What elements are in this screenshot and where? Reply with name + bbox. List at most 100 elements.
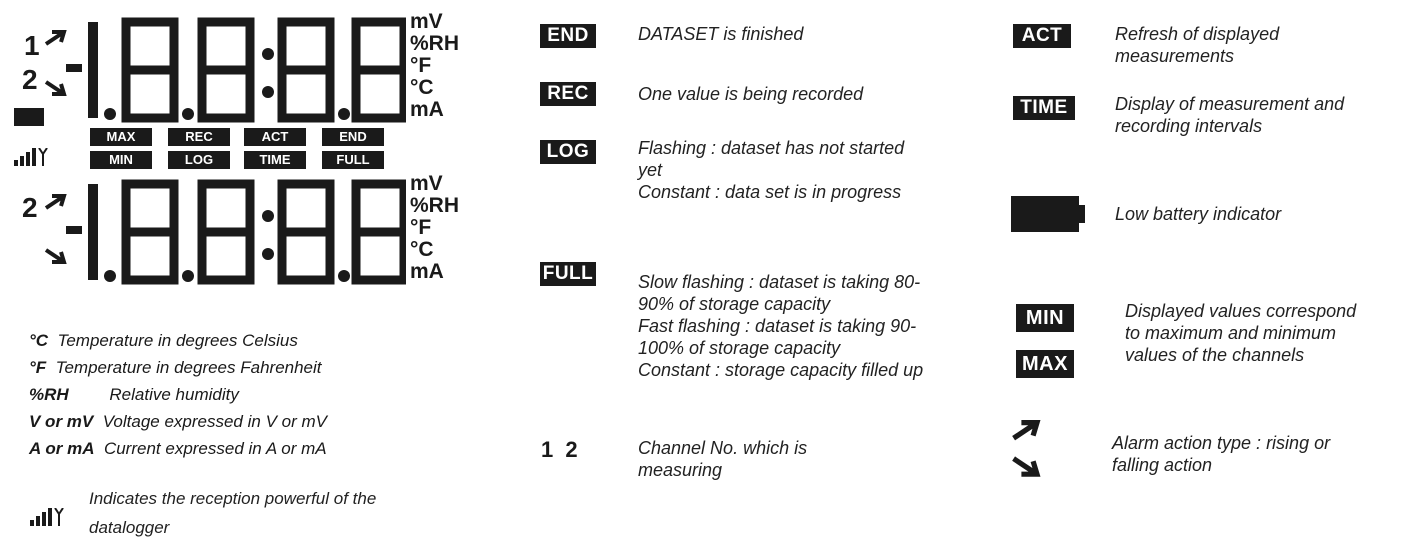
colon-dot [262,86,274,98]
colon-dot [262,48,274,60]
channel-number-1: 1 [24,30,40,61]
top-digit-row [66,14,406,124]
unit-rh: %RH [410,194,460,217]
signal-strength-icon [14,148,48,167]
badge-max: MAX [1016,350,1074,378]
legend-symbol: A or mA [29,439,95,458]
unit-ma: mA [410,98,444,121]
digit-one-segment [88,184,98,280]
desc-minmax-line1: Displayed values correspond [1125,301,1357,321]
bottom-digit-row [66,176,406,286]
mode-max: MAX [90,128,152,146]
unit-c: °C [410,238,434,261]
mode-full: FULL [322,151,384,169]
legend-row-voltage: V or mV Voltage expressed in V or mV [29,412,327,432]
unit-mv: mV [410,172,443,195]
desc-full-line1: Slow flashing : dataset is taking 80- [638,272,921,292]
badge-full: FULL [540,262,596,286]
decimal-point [338,270,350,282]
minus-segment [66,64,82,72]
desc-channel-line2: measuring [638,460,723,480]
bottom-channel-number: 2 [22,192,38,223]
legend-symbol: °C [29,331,49,350]
decimal-point [104,108,116,120]
desc-time-line2: recording intervals [1115,116,1263,136]
desc-log-line1: Flashing : dataset has not started [638,138,905,158]
minus-segment [66,226,82,234]
decimal-point [338,108,350,120]
signal-note-line1: Indicates the reception powerful of the [89,489,377,508]
legend-text: Relative humidity [109,385,239,404]
unit-ma: mA [410,260,444,283]
mode-time: TIME [244,151,306,169]
mode-min: MIN [90,151,152,169]
desc-alarm-line2: falling action [1112,455,1213,475]
desc-end-line1: DATASET is finished [638,24,804,44]
desc-full-line2: 90% of storage capacity [638,294,831,314]
legend-text: Temperature in degrees Fahrenheit [55,358,322,377]
badge-act: ACT [1013,24,1071,48]
desc-channel-line1: Channel No. which is [638,438,808,458]
mode-end: END [322,128,384,146]
desc-full-line4: 100% of storage capacity [638,338,841,358]
badge-log: LOG [540,140,596,164]
unit-f: °F [410,216,432,239]
mode-act: ACT [244,128,306,146]
mode-rec: REC [168,128,230,146]
badge-rec: REC [540,82,596,106]
desc-rec-line1: One value is being recorded [638,84,864,104]
digit-8-a [126,184,174,280]
desc-log-line2: yet [638,160,663,180]
signal-note-line2: datalogger [89,518,170,537]
desc-full-line3: Fast flashing : dataset is taking 90- [638,316,917,336]
desc-act-line2: measurements [1115,46,1235,66]
unit-rh: %RH [410,32,460,55]
rising-alarm-icon [1011,420,1041,442]
falling-alarm-icon [44,248,66,264]
desc-minmax-line3: values of the channels [1125,345,1305,365]
digit-8-a [126,22,174,118]
legend-text: Voltage expressed in V or mV [102,412,327,431]
legend-row-fahrenheit: °F Temperature in degrees Fahrenheit [29,358,322,378]
rising-alarm-icon [44,194,66,210]
badge-end: END [540,24,596,48]
desc-time-line1: Display of measurement and [1115,94,1345,114]
legend-symbol: V or mV [29,412,94,431]
colon-dot [262,210,274,222]
desc-minmax-line2: to maximum and minimum [1125,323,1337,343]
mode-log: LOG [168,151,230,169]
desc-full-line5: Constant : storage capacity filled up [638,360,924,380]
badge-min: MIN [1016,304,1074,332]
legend-symbol: °F [29,358,47,377]
desc-alarm-line1: Alarm action type : rising or [1112,433,1331,453]
falling-alarm-icon [44,80,66,96]
legend-row-current: A or mA Current expressed in A or mA [29,439,327,459]
channel-number-badge: 1 2 [541,437,581,462]
colon-dot [262,248,274,260]
desc-battery-line1: Low battery indicator [1115,204,1282,224]
legend-row-humidity: %RH Relative humidity [29,385,239,405]
falling-alarm-icon [1011,456,1041,478]
battery-icon [14,108,44,126]
legend-text: Temperature in degrees Celsius [57,331,298,350]
digit-8-b [202,184,250,280]
signal-strength-icon [30,508,64,527]
channel-number-2: 2 [22,64,38,95]
unit-f: °F [410,54,432,77]
legend-row-celsius: °C Temperature in degrees Celsius [29,331,298,351]
decimal-point [104,270,116,282]
desc-log-line3: Constant : data set is in progress [638,182,902,202]
digit-8-c [282,184,330,280]
decimal-point [182,108,194,120]
badge-time: TIME [1013,96,1075,120]
unit-mv: mV [410,10,443,33]
decimal-point [182,270,194,282]
battery-tip [1079,205,1085,223]
legend-symbol: %RH [29,385,69,404]
digit-8-d [356,184,404,280]
legend-text: Current expressed in A or mA [103,439,327,458]
low-battery-icon [1011,196,1079,232]
digit-one-segment [88,22,98,118]
digit-8-b [202,22,250,118]
digit-8-d [356,22,404,118]
